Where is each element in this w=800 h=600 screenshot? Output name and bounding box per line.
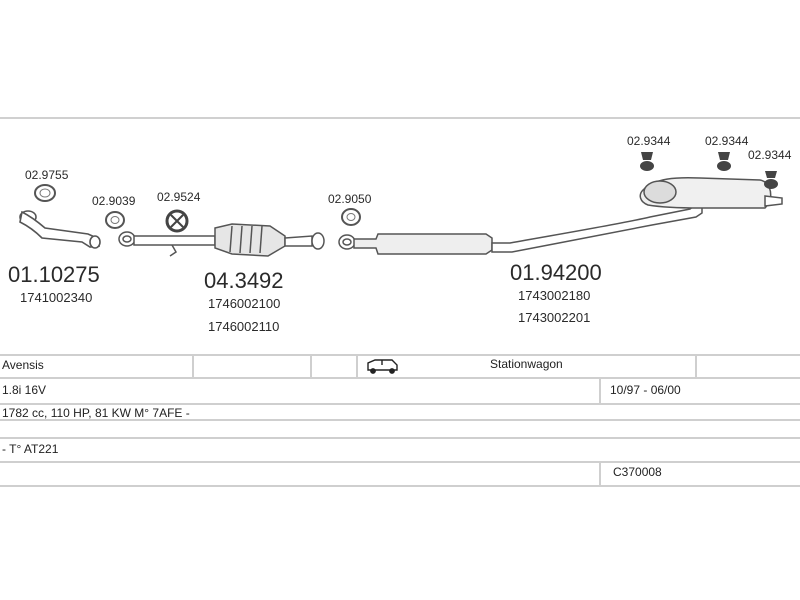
vehicle-info-table-lines (0, 354, 800, 487)
code-cell: C370008 (613, 465, 662, 479)
fitting-label-02-9344-b: 02.9344 (705, 134, 749, 148)
oem-number-front-pipe: 1741002340 (20, 290, 93, 305)
fitting-label-02-9039: 02.9039 (92, 194, 136, 208)
mount-02-9344-c (764, 171, 778, 189)
car-stationwagon-icon (367, 359, 398, 374)
rear-section-part (338, 176, 783, 255)
part-number-front-pipe: 01.10275 (8, 262, 100, 287)
fitting-label-02-9344-c: 02.9344 (748, 148, 792, 162)
oem-number-catalyst-2: 1746002110 (208, 319, 280, 334)
model-cell: Avensis (2, 358, 44, 372)
oem-number-catalyst-1: 1746002100 (208, 296, 281, 311)
body-type-cell: Stationwagon (490, 357, 563, 371)
mount-02-9344-b (717, 152, 731, 171)
fitting-label-02-9755: 02.9755 (25, 168, 69, 182)
period-cell: 10/97 - 06/00 (610, 383, 681, 397)
part-number-rear-section: 01.94200 (510, 260, 602, 285)
fitting-label-02-9524: 02.9524 (157, 190, 201, 204)
gasket-02-9755 (34, 184, 56, 202)
fitting-label-02-9050: 02.9050 (328, 192, 372, 206)
chassis-cell: - T° AT221 (2, 442, 59, 456)
fitting-label-02-9344-a: 02.9344 (627, 134, 671, 148)
gasket-02-9039 (105, 211, 125, 229)
part-number-catalyst: 04.3492 (204, 268, 284, 293)
gasket-02-9050 (341, 208, 361, 226)
mount-02-9344-a (640, 152, 654, 171)
oem-number-rear-section-1: 1743002180 (518, 288, 591, 303)
engine-cell: 1.8i 16V (2, 383, 47, 397)
oem-number-rear-section-2: 1743002201 (518, 310, 591, 325)
clamp-02-9524 (165, 209, 189, 233)
front-pipe-part (19, 210, 101, 249)
catalyst-part (118, 223, 325, 257)
spec-cell: 1782 cc, 110 HP, 81 KW M° 7AFE - (2, 406, 190, 420)
